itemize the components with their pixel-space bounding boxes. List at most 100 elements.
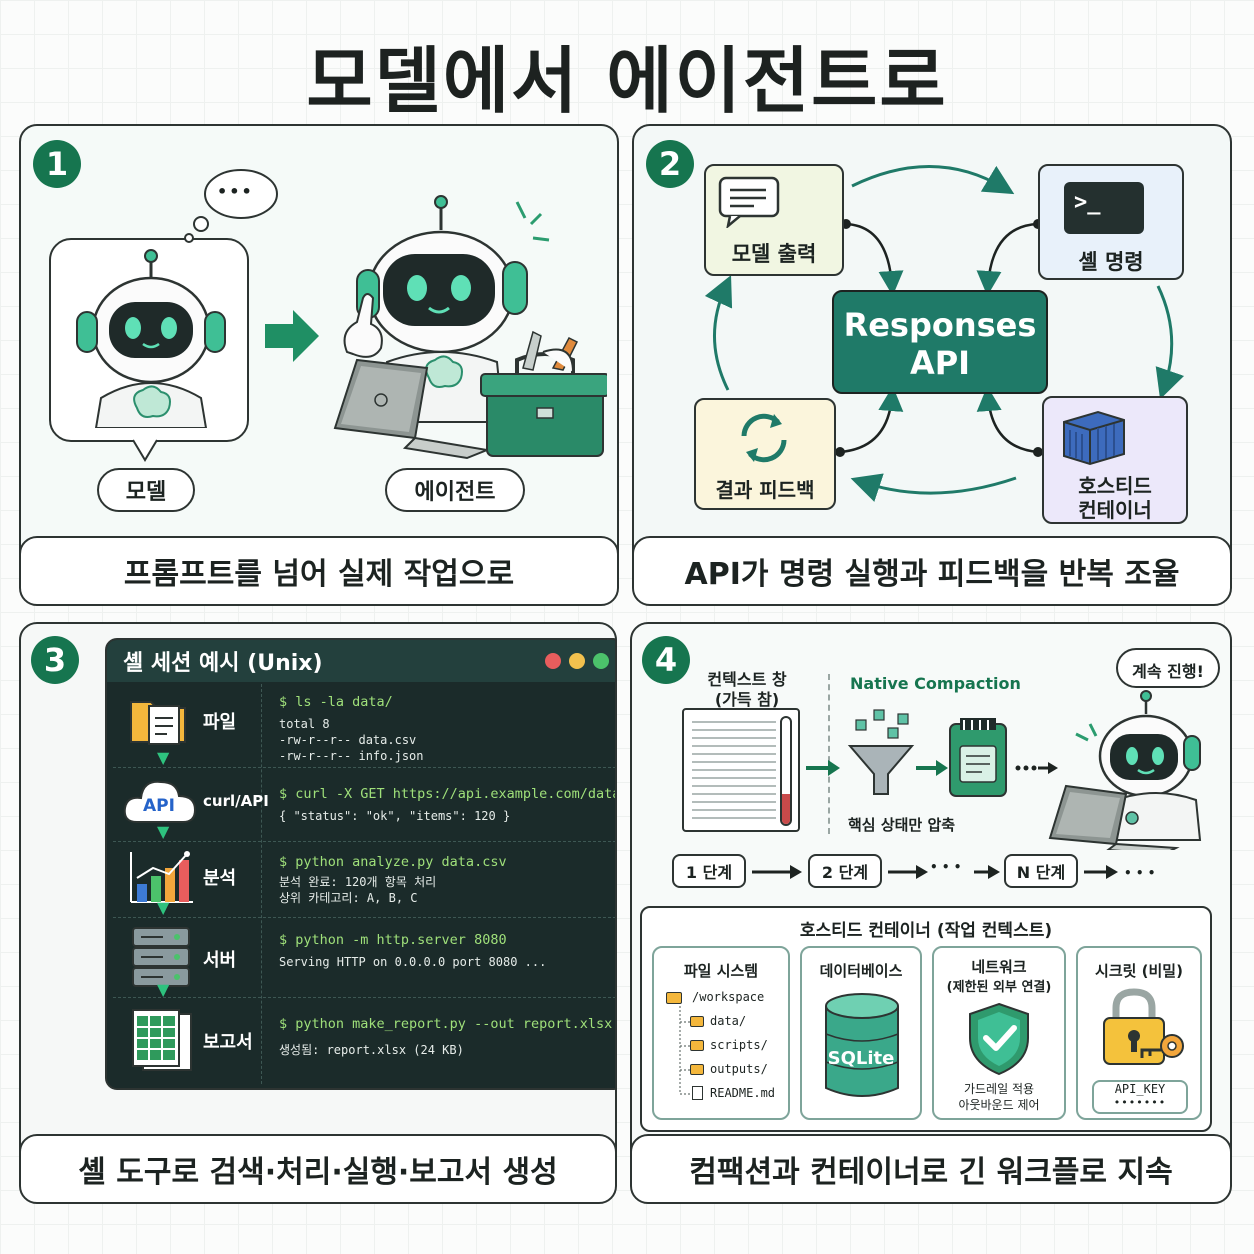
shell-command-box: >_ 셸 명령 [1038,164,1184,280]
context-window-label-1: 컨텍스트 창 [707,670,787,689]
result-feedback-label: 결과 피드백 [715,478,815,502]
row-label: 파일 [203,712,237,733]
api-key-badge [1092,1080,1188,1114]
section-divider [828,674,830,834]
row-label: curl/API [203,792,269,810]
stage-1: 1 단계 [672,854,746,888]
responses-api-line1: Responses [843,306,1037,344]
thought-bubble [184,169,278,243]
network-title-line2: (제한된 외부 연결) [946,980,1052,995]
secrets-title: 시크릿 (비밀) [1095,962,1183,980]
filesystem-title: 파일 시스템 [683,962,759,980]
session-row-file: 파일 $ ls -la data/ total 8 -rw-r--r-- dat… [113,684,615,768]
window-maximize-dot[interactable] [593,653,609,669]
responses-api-line2: API [909,344,971,382]
window-close-dot[interactable] [545,653,561,669]
session-row-analysis: 분석 $ python analyze.py data.csv 분석 완료: 1… [113,842,615,918]
down-arrow-icon: ▼ [157,748,170,767]
native-compaction-label: Native Compaction [850,674,1021,693]
continue-text: 계속 진행! [1132,662,1204,681]
stage-arrow-icon [752,865,802,879]
model-output-box: 모델 출력 [704,164,844,276]
database-engine-label: SQLite [827,1048,895,1069]
filesystem-item: /workspace [692,990,765,1004]
terminal-window: 셸 세션 예시 (Unix) 파일 $ ls -la data/ total 8… [105,638,617,1090]
session-row-api: API curl/API $ curl -X GET https://api.e… [113,768,617,842]
row-label: 서버 [203,950,237,971]
row-command: $ python -m http.server 8080 [279,932,507,948]
terminal-titlebar: 셸 세션 예시 (Unix) [107,640,615,682]
stage-n: N 단계 [1004,854,1078,888]
panel1-caption: 프롬프트를 넘어 실제 작업으로 [21,536,617,604]
folder-icon [690,1040,704,1051]
secrets-card: 시크릿 (비밀) API_KEY ••••••• [1076,946,1202,1120]
file-icon [692,1086,703,1100]
panel2-caption: API가 명령 실행과 피드백을 반복 조율 [634,536,1230,604]
refresh-icon [741,413,787,463]
cloud-api-icon [123,780,197,823]
continue-bubble [1116,648,1220,688]
model-label-pill: 모델 [97,468,195,512]
context-window-document [682,708,800,832]
shield-check-icon [969,1002,1029,1076]
row-label: 보고서 [203,1032,253,1053]
row-output-line: { "status": "ok", "items": 120 } [279,809,511,823]
panel3-caption: 셸 도구로 검색·처리·실행·보고서 생성 [21,1134,615,1202]
api-key-masked: ••••••• [1113,1096,1167,1109]
step-number-4: 4 [642,636,690,684]
result-feedback-box: 결과 피드백 [694,398,836,510]
folder-icon [690,1016,704,1027]
context-fill-level [782,794,790,824]
filesystem-item: scripts/ [710,1038,768,1052]
compaction-flow-icon [806,709,1058,797]
hosted-container-line1: 호스티드 [1078,474,1152,498]
terminal-column-divider [261,684,262,1084]
panel4-caption: 컴팩션과 컨테이너로 긴 워크플로 지속 [632,1134,1230,1202]
stage-2: 2 단계 [808,854,882,888]
row-output-line: 생성됨: report.xlsx (24 KB) [279,1043,464,1057]
row-command: $ python analyze.py data.csv [279,854,507,870]
network-note-line1: 가드레일 적용 [963,1082,1035,1096]
document-lines [692,721,776,819]
step-number-3: 3 [31,636,79,684]
shell-command-label: 셸 명령 [1078,250,1144,274]
row-command: $ curl -X GET https://api.example.com/da… [279,786,617,802]
row-label: 분석 [203,868,237,889]
stage-arrow-icon [888,865,928,879]
folder-file-icon [130,701,186,745]
database-cylinder-icon [825,993,899,1097]
down-arrow-icon: ▼ [157,980,170,999]
folder-icon [666,992,682,1004]
window-minimize-dot[interactable] [569,653,585,669]
responses-api-box: Responses API [832,290,1048,394]
file-tree-lines [679,1002,692,1095]
hosted-container-title: 호스티드 컨테이너 (작업 컨텍스트) [799,921,1053,941]
working-robot-icon [1048,690,1202,850]
row-output-line: -rw-r--r-- data.csv [279,733,417,747]
speech-tail [132,439,158,462]
panel-shell-session: 3 셸 세션 예시 (Unix) 파일 $ ls -la data/ total… [19,622,617,1204]
agent-robot-icon [333,195,607,460]
hosted-container-box: 호스티드 컨테이너 [1042,396,1188,524]
page-title: 모델에서 에이전트로 [306,39,948,123]
stage-arrow-icon [974,865,1000,879]
model-output-label: 모델 출력 [731,242,817,266]
model-robot-icon [76,249,226,428]
row-output-line: 상위 카테고리: A, B, C [279,891,418,905]
model-to-agent-arrow [265,310,319,362]
row-output-line: Serving HTTP on 0.0.0.0 port 8080 ... [279,955,547,969]
filesystem-item: outputs/ [710,1062,768,1076]
chat-message-icon [718,176,780,228]
padlock-key-icon [1103,988,1184,1065]
filesystem-card: 파일 시스템 /workspace data/ scripts/ outputs… [652,946,790,1120]
agent-label-pill: 에이전트 [385,468,525,512]
down-arrow-icon: ▼ [157,822,170,841]
session-row-report: 보고서 $ python make_report.py --out report… [113,1000,615,1086]
terminal-title: 셸 세션 예시 (Unix) [123,651,323,676]
database-title: 데이터베이스 [819,962,903,980]
filesystem-item: data/ [710,1014,747,1028]
network-note-line2: 아웃바운드 제어 [958,1098,1040,1112]
api-key-name: API_KEY [1114,1082,1166,1096]
row-command: $ python make_report.py --out report.xls… [279,1016,613,1032]
spreadsheet-icon [132,1009,192,1071]
